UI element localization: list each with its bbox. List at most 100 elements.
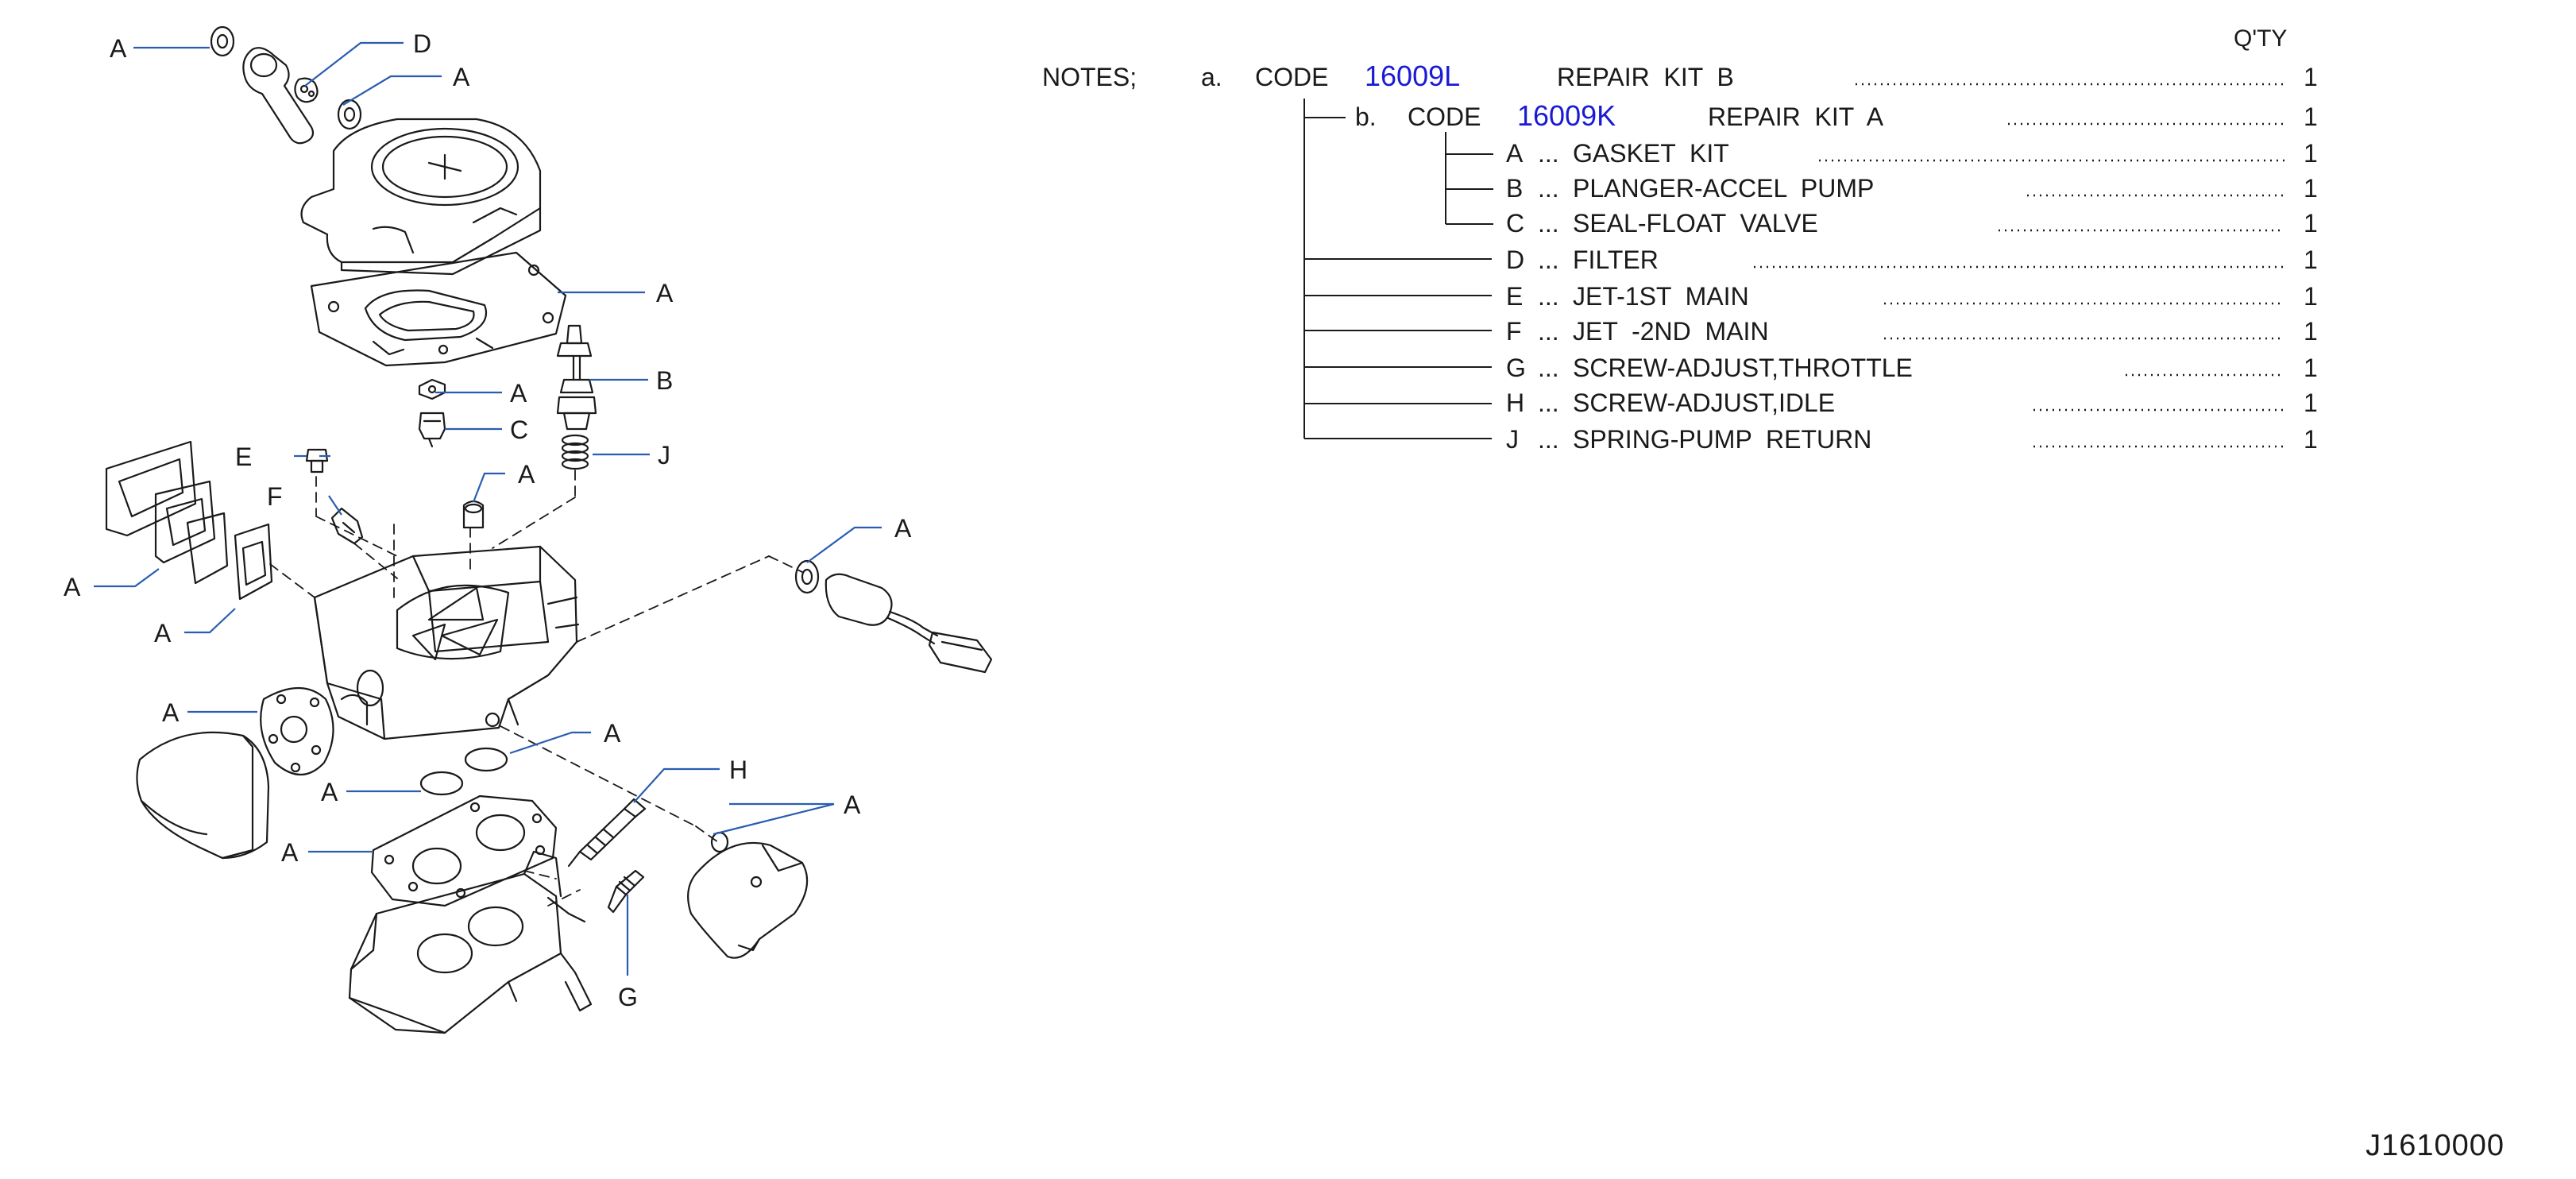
item-letter: G [1506,354,1526,382]
fuel-inlet-elbow-part [242,47,319,145]
idle-adjust-screw-part [567,798,647,868]
callout-e-primary-jet: E [235,443,252,471]
item-letter: J [1506,425,1519,454]
emulsion-tube-part [462,500,485,529]
item-row-h: H ... SCREW-ADJUST,IDLE 1 [1506,388,2318,417]
kit-a-code-word: CODE [1255,63,1328,91]
callout-a-top-washer: A [110,34,127,63]
item-name: PLANGER-ACCEL PUMP [1573,174,1874,203]
callout-a-flange-gasket: A [162,698,180,727]
item-name: JET-1ST MAIN [1573,282,1749,311]
item-dots: ... [1538,317,1559,346]
primary-main-jet-part [305,448,329,474]
item-row-d: D ... FILTER 1 [1506,245,2318,274]
item-row-c: C ... SEAL-FLOAT VALVE 1 [1506,209,2318,238]
callout-j-spring: J [658,441,670,470]
pump-return-spring-part [561,434,589,470]
kit-a-code-link[interactable]: 16009L [1365,60,1460,92]
throttle-adjust-screw-part [607,869,645,914]
callout-a-elbow-washer: A [453,63,470,91]
item-row-g: G ... SCREW-ADJUST,THROTTLE 1 [1506,354,2318,382]
kit-a-name: REPAIR KIT B [1557,63,1734,91]
item-name: SCREW-ADJUST,IDLE [1573,388,1835,417]
illustration-reference-code: J1610000 [2366,1129,2505,1162]
item-qty: 1 [2304,174,2318,203]
item-letter: E [1506,282,1523,311]
accel-pump-plunger-part [556,324,597,431]
parts-drawing [105,25,993,1034]
callout-a-side-gasket-1: A [64,573,81,601]
item-row-b: B ... PLANGER-ACCEL PUMP 1 [1506,174,2318,203]
kit-b-code-link[interactable]: 16009K [1517,99,1616,132]
secondary-main-jet-part [330,507,364,545]
item-qty: 1 [2304,139,2318,168]
item-dots: ... [1538,354,1559,382]
callout-a-sensor-washer: A [894,514,912,543]
item-row-f: F ... JET -2ND MAIN 1 [1506,317,2318,346]
callout-h-idle-screw: H [729,756,747,784]
callout-a-side-gasket-2: A [154,619,172,647]
callout-a-cover-o-ring: A [844,791,861,819]
item-row-e: E ... JET-1ST MAIN 1 [1506,282,2318,311]
callout-b-plunger: B [656,366,673,395]
item-dots: ... [1538,174,1559,203]
item-qty: 1 [2304,317,2318,346]
callout-g-throttle-screw: G [618,983,638,1011]
item-name: JET -2ND MAIN [1573,317,1769,346]
callout-a-o-ring-left: A [321,778,338,806]
assembly-dash-lines [269,470,803,906]
carburetor-body-part [313,545,580,740]
item-dots: ... [1538,245,1559,274]
top-washer-part [210,25,235,57]
item-letter: C [1506,209,1524,238]
item-qty: 1 [2304,388,2318,417]
kit-b-qty: 1 [2304,102,2318,131]
callout-a-valve-seat: A [510,379,527,408]
item-row-j: J ... SPRING-PUMP RETURN 1 [1506,425,2318,454]
part-callouts: A D A A A B C J E F A A A A A A A A A H … [64,29,912,1011]
top-gasket-part [310,251,567,367]
item-name: SEAL-FLOAT VALVE [1573,209,1818,238]
item-letter: B [1506,174,1523,203]
needle-valve-part [418,378,446,448]
item-qty: 1 [2304,354,2318,382]
callout-a-base-gasket: A [281,838,299,867]
kit-b-letter: b. [1355,102,1377,131]
item-qty: 1 [2304,209,2318,238]
kit-a-letter: a. [1201,63,1222,91]
callout-f-secondary-jet: F [267,482,283,511]
callout-d-filter: D [413,29,431,58]
item-letter: H [1506,388,1524,417]
item-qty: 1 [2304,282,2318,311]
callout-c-needle: C [510,416,528,444]
item-letter: F [1506,317,1522,346]
callout-a-emulsion-tube: A [518,460,535,489]
elbow-washer-part [337,99,362,130]
callout-a-o-ring-right: A [604,719,621,748]
flange-gasket-part [260,686,334,775]
notes-tree-lines [1303,99,1493,439]
kit-b-name: REPAIR KIT A [1708,102,1884,131]
throttle-cover-part [136,731,270,860]
item-letter: D [1506,245,1524,274]
sensor-connector-part [794,559,993,674]
choke-cover-part [687,841,809,959]
item-name: GASKET KIT [1573,139,1729,168]
item-row-a: A ... GASKET KIT 1 [1506,139,2318,168]
item-dots: ... [1538,425,1559,454]
item-dots: ... [1538,282,1559,311]
item-letter: A [1506,139,1524,168]
kit-a-qty: 1 [2304,63,2318,91]
item-dots: ... [1538,388,1559,417]
kit-b-code-word: CODE [1408,102,1481,131]
notes-table: Q'TY NOTES; a. CODE 16009L REPAIR KIT B … [1042,25,2318,454]
item-qty: 1 [2304,245,2318,274]
notes-title: NOTES; [1042,63,1137,91]
item-qty: 1 [2304,425,2318,454]
throttle-body-part [348,850,593,1034]
item-name: SCREW-ADJUST,THROTTLE [1573,354,1913,382]
item-dots: ... [1538,209,1559,238]
side-cover-gaskets-part [105,440,273,601]
item-dots: ... [1538,139,1559,168]
